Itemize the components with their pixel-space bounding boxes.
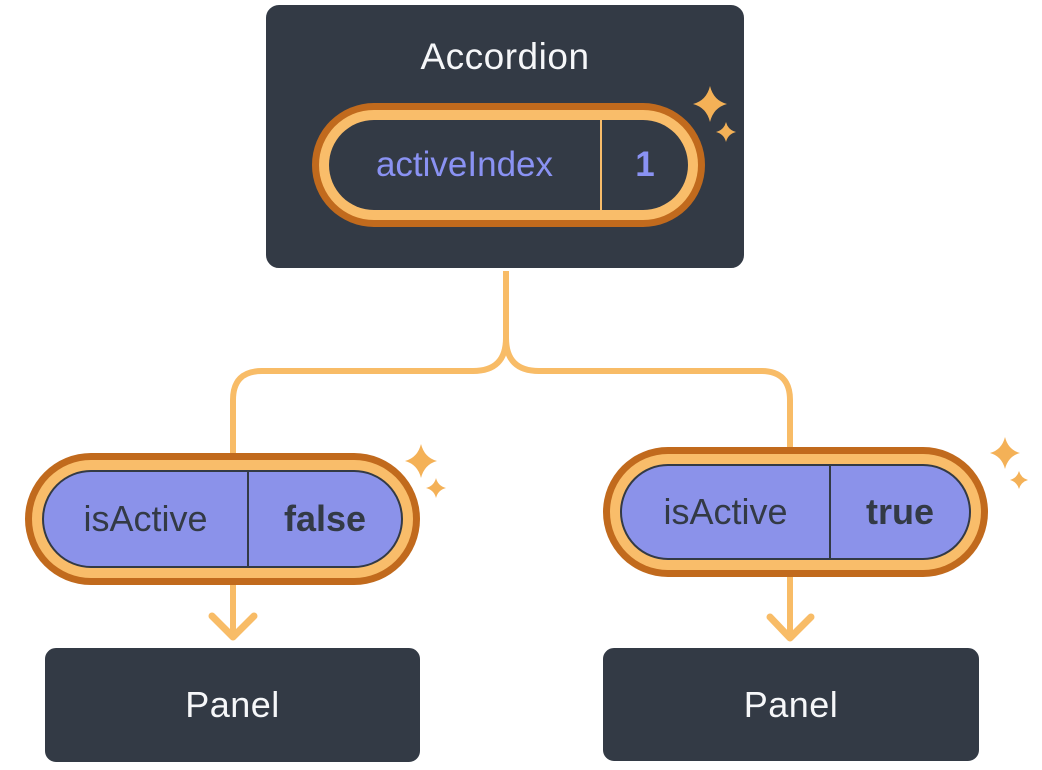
- prop-pill-left-divider: [247, 472, 249, 566]
- prop-pill-right-divider: [829, 466, 831, 558]
- state-name-label: activeIndex: [375, 145, 554, 184]
- prop-name-label-right: isActive: [663, 491, 788, 532]
- panel-label-left: Panel: [185, 684, 280, 725]
- sparkle-icon: [1010, 471, 1028, 489]
- state-pill-ring: activeIndex 1: [319, 110, 698, 220]
- sparkle-icon: [693, 86, 727, 122]
- prop-name-label-left: isActive: [83, 498, 208, 539]
- prop-pill-left: isActive false: [25, 453, 420, 585]
- sparkle-icon: [426, 478, 446, 498]
- panel-box-right: Panel: [600, 645, 982, 764]
- prop-pill-right-ring: isActive true: [610, 454, 981, 570]
- accordion-box: Accordion activeIndex 1: [263, 2, 747, 271]
- arrow-head-left: [208, 612, 258, 641]
- sparkle-icon: [990, 437, 1020, 469]
- state-value-label: 1: [635, 145, 655, 184]
- prop-pill-right: isActive true: [603, 447, 988, 577]
- branch-line-left: [230, 268, 509, 456]
- prop-value-label-right: true: [865, 491, 934, 532]
- sparkle-icon: [716, 122, 736, 142]
- state-pill: activeIndex 1: [312, 103, 705, 227]
- state-pill-divider: [600, 120, 602, 210]
- panel-label-right: Panel: [743, 683, 839, 725]
- prop-pill-left-ring: isActive false: [32, 460, 413, 578]
- prop-value-label-left: false: [283, 498, 367, 539]
- branch-line-right: [503, 268, 793, 450]
- sparkle-icon: [405, 444, 437, 478]
- panel-box-left: Panel: [42, 645, 423, 765]
- accordion-title: Accordion: [420, 36, 590, 77]
- arrow-head-right: [766, 613, 815, 642]
